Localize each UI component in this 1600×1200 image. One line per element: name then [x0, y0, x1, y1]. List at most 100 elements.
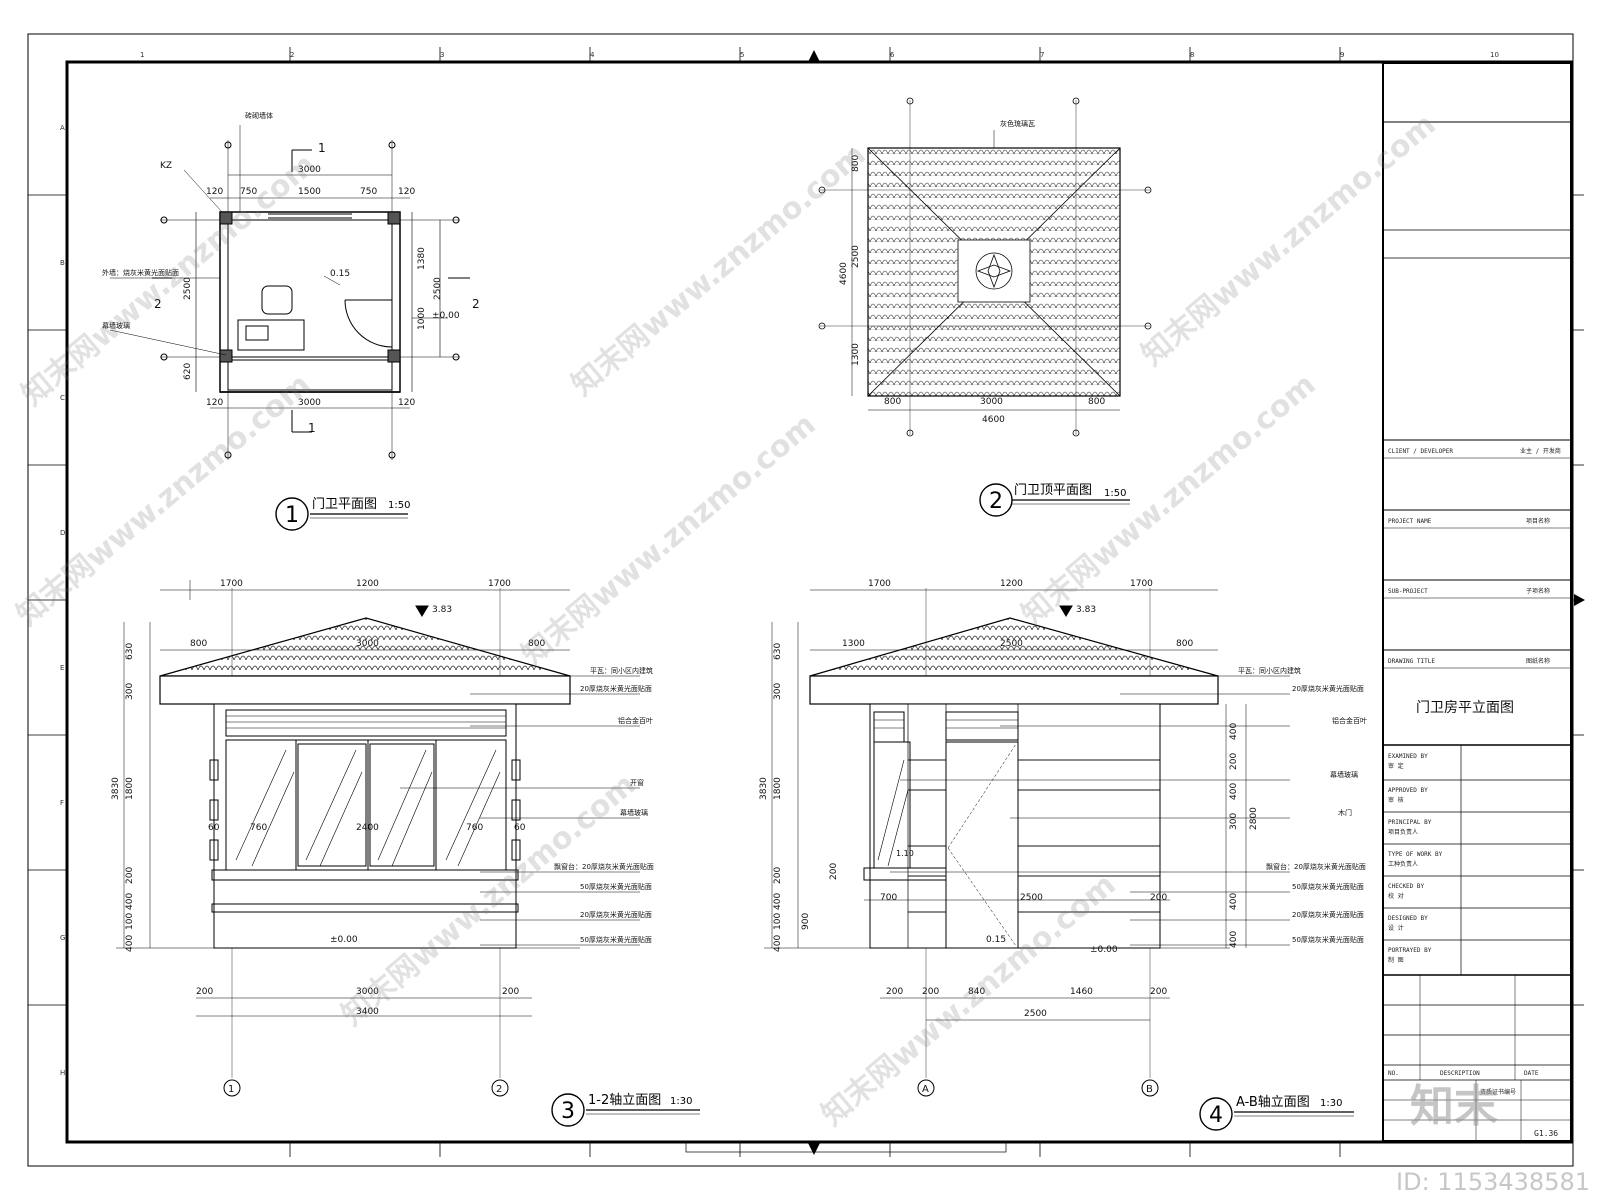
- view-title-2: 2 门卫顶平面图 1:50: [979, 483, 1130, 517]
- dim-3400: 3400: [356, 1007, 379, 1017]
- dim-630: 630: [125, 643, 135, 660]
- note: 20厚烧灰米黄光面贴面: [1292, 684, 1364, 693]
- dim-400: 400: [773, 935, 783, 952]
- dim-400: 400: [125, 935, 135, 952]
- note: 平瓦：同小区内建筑: [590, 666, 653, 675]
- dim-1800: 1800: [773, 777, 783, 800]
- dim-800: 800: [884, 397, 901, 407]
- dim-750: 750: [240, 187, 257, 197]
- dim-630: 630: [773, 643, 783, 660]
- approval-en: CHECKED BY: [1388, 883, 1425, 890]
- dim-1700: 1700: [488, 579, 511, 589]
- view-scale: 1:50: [388, 500, 410, 511]
- dim-2400: 2400: [356, 823, 379, 833]
- dim-800: 800: [1088, 397, 1105, 407]
- dim-800: 800: [190, 639, 207, 649]
- dim-300: 300: [773, 683, 783, 700]
- dim-1000: 1000: [417, 307, 427, 330]
- dim-3000: 3000: [980, 397, 1003, 407]
- level-000: ±0.00: [1090, 945, 1118, 955]
- elevation-1-2-notes: 平瓦：同小区内建筑 20厚烧灰米黄光面贴面 铝合金百叶 开窗 幕墙玻璃 飘窗台：…: [554, 666, 654, 944]
- level-015: 0.15: [330, 269, 350, 279]
- view-title-3: 3 1-2轴立面图 1:30: [551, 1093, 700, 1127]
- center-mark-top: [808, 50, 820, 62]
- note: 铝合金百叶: [1332, 716, 1367, 725]
- level-000: ±0.00: [330, 935, 358, 945]
- view-scale: 1:30: [1320, 1098, 1342, 1109]
- note: 50厚烧灰米黄光面贴面: [580, 882, 652, 891]
- grid-col-label: 5: [740, 51, 744, 59]
- dim-760: 760: [250, 823, 267, 833]
- dim-200: 200: [829, 863, 839, 880]
- dim-300: 300: [1229, 813, 1239, 830]
- approval-zh: 项目负责人: [1388, 828, 1418, 836]
- axis-A: A: [922, 1084, 929, 1095]
- axis-1: 1: [228, 1084, 234, 1095]
- inner-frame: [65, 60, 1574, 1144]
- level-383: 3.83: [432, 605, 452, 615]
- dim-400: 400: [125, 893, 135, 910]
- grid-col-label: 4: [590, 51, 595, 59]
- dim-60: 60: [514, 823, 526, 833]
- dim-200: 200: [1229, 753, 1239, 770]
- rev-no: NO.: [1388, 1070, 1399, 1077]
- dim-200: 200: [1150, 893, 1167, 903]
- approval-zh: 审 核: [1388, 796, 1404, 804]
- grid-row-label: F: [60, 799, 64, 807]
- view-title-1: 1 门卫平面图 1:50: [275, 497, 410, 531]
- dim-2500: 2500: [1000, 639, 1023, 649]
- note: 木门: [1338, 808, 1352, 817]
- section-1-bottom: 1: [308, 421, 316, 435]
- section-2-left: 2: [154, 297, 162, 311]
- level-000: ±0.00: [432, 311, 460, 321]
- dim-2500: 2500: [851, 245, 861, 268]
- dim-1300: 1300: [842, 639, 865, 649]
- grid-col-label: 1: [140, 51, 144, 59]
- dim-2800: 2800: [1249, 807, 1259, 830]
- dim-120: 120: [206, 187, 223, 197]
- dim-4600-bottom: 4600: [982, 415, 1005, 425]
- dim-3000: 3000: [356, 639, 379, 649]
- id-tag: ID: 1153438581: [1396, 1168, 1590, 1196]
- note: 50厚烧灰米黄光面贴面: [1292, 935, 1364, 944]
- dim-400: 400: [1229, 783, 1239, 800]
- roof-tile-label: 灰色琉璃瓦: [1000, 119, 1035, 128]
- project-value: 项目名称: [1526, 517, 1550, 525]
- dim-200: 200: [502, 987, 519, 997]
- subproject-label: SUB-PROJECT: [1388, 588, 1428, 595]
- axis-bubbles-1-2: 1 2: [228, 1084, 502, 1095]
- level-015: 0.15: [986, 935, 1006, 945]
- roof-plan: [818, 97, 1152, 437]
- approval-en: EXAMINED BY: [1388, 753, 1428, 760]
- dim-1300: 1300: [851, 343, 861, 366]
- brand-watermark: 知末: [1410, 1081, 1498, 1132]
- client-label: CLIENT / DEVELOPER: [1388, 448, 1453, 455]
- dim-620-left: 620: [183, 363, 193, 380]
- approval-zh: 工种负责人: [1388, 860, 1418, 868]
- dim-400: 400: [1229, 893, 1239, 910]
- dim-400: 400: [773, 893, 783, 910]
- dim-900: 900: [801, 913, 811, 930]
- dim-200: 200: [773, 867, 783, 884]
- view-title: 1-2轴立面图: [588, 1093, 661, 1108]
- dim-1500: 1500: [298, 187, 321, 197]
- view-scale: 1:50: [1104, 488, 1126, 499]
- dim-400: 400: [1229, 931, 1239, 948]
- grid-row-label: A: [60, 124, 65, 132]
- drawing-label: DRAWING TITLE: [1388, 658, 1435, 665]
- dim-110: 1.10: [896, 849, 914, 858]
- section-1-top: 1: [318, 141, 326, 155]
- view-number: 4: [1209, 1103, 1223, 1128]
- dim-800: 800: [851, 155, 861, 172]
- view-title: 门卫顶平面图: [1014, 483, 1092, 498]
- sheet-number: G1.36: [1534, 1129, 1558, 1138]
- view-title-4: 4 A-B轴立面图 1:30: [1199, 1095, 1354, 1131]
- drawing-title: 门卫房平立面图: [1416, 700, 1514, 716]
- note: 平瓦：同小区内建筑: [1238, 666, 1301, 675]
- grid-col-label: 2: [290, 51, 294, 59]
- grid-row-label: G: [60, 934, 65, 942]
- grid-row-label: D: [60, 529, 65, 537]
- subproject-value: 子项名称: [1526, 587, 1550, 595]
- grid-row-label: E: [60, 664, 64, 672]
